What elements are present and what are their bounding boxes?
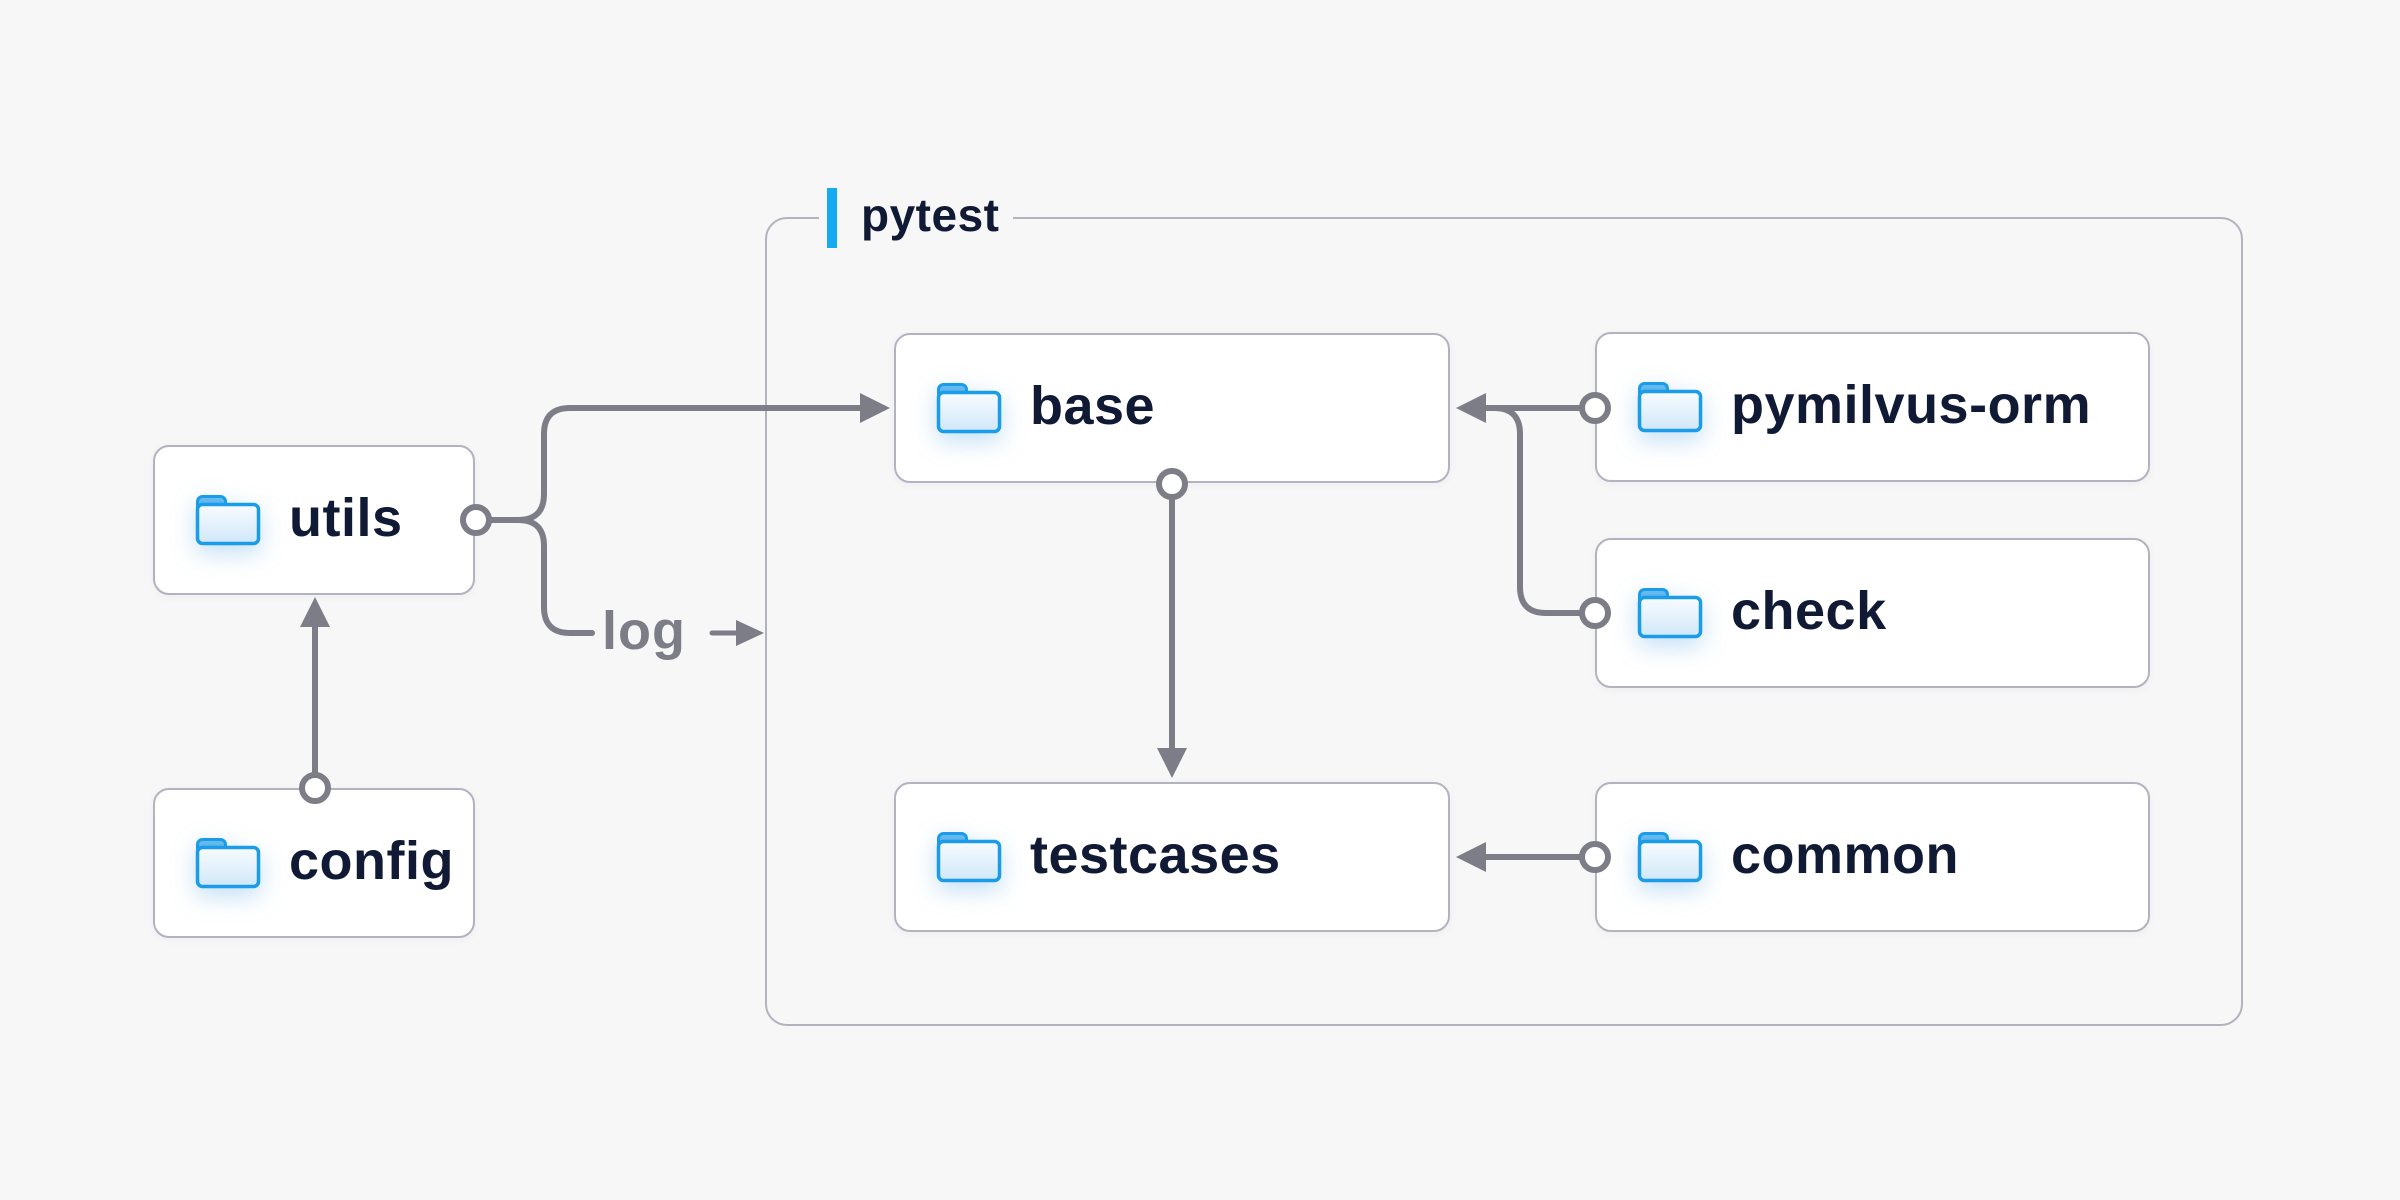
- node-testcases[interactable]: testcases: [894, 782, 1450, 932]
- node-config-label: config: [289, 831, 454, 891]
- folder-icon: [195, 836, 261, 890]
- node-utils-label: utils: [289, 488, 403, 548]
- node-config[interactable]: config: [153, 788, 475, 938]
- folder-icon: [195, 493, 261, 547]
- node-utils[interactable]: utils: [153, 445, 475, 595]
- node-base-label: base: [1030, 376, 1156, 436]
- folder-icon: [1637, 380, 1703, 434]
- arrowhead-up-into-utils: [300, 597, 330, 627]
- pytest-group-title: pytest: [861, 189, 1000, 241]
- accent-bar: [827, 188, 837, 248]
- node-pymilvus-orm-label: pymilvus-orm: [1731, 375, 2092, 435]
- folder-icon: [936, 830, 1002, 884]
- node-base[interactable]: base: [894, 333, 1450, 483]
- pytest-group-label: pytest: [819, 187, 1014, 249]
- pytest-group: pytest: [765, 187, 2243, 1026]
- folder-icon: [936, 381, 1002, 435]
- node-pymilvus-orm[interactable]: pymilvus-orm: [1595, 332, 2150, 482]
- node-check-label: check: [1731, 581, 1887, 641]
- folder-icon: [1637, 830, 1703, 884]
- node-common-label: common: [1731, 825, 1960, 885]
- node-check[interactable]: check: [1595, 538, 2150, 688]
- log-arrow-icon: [736, 620, 764, 646]
- node-common[interactable]: common: [1595, 782, 2150, 932]
- edge-label-log: log: [602, 601, 686, 661]
- edge-utils-log: [486, 517, 595, 636]
- node-testcases-label: testcases: [1030, 825, 1281, 885]
- folder-icon: [1637, 586, 1703, 640]
